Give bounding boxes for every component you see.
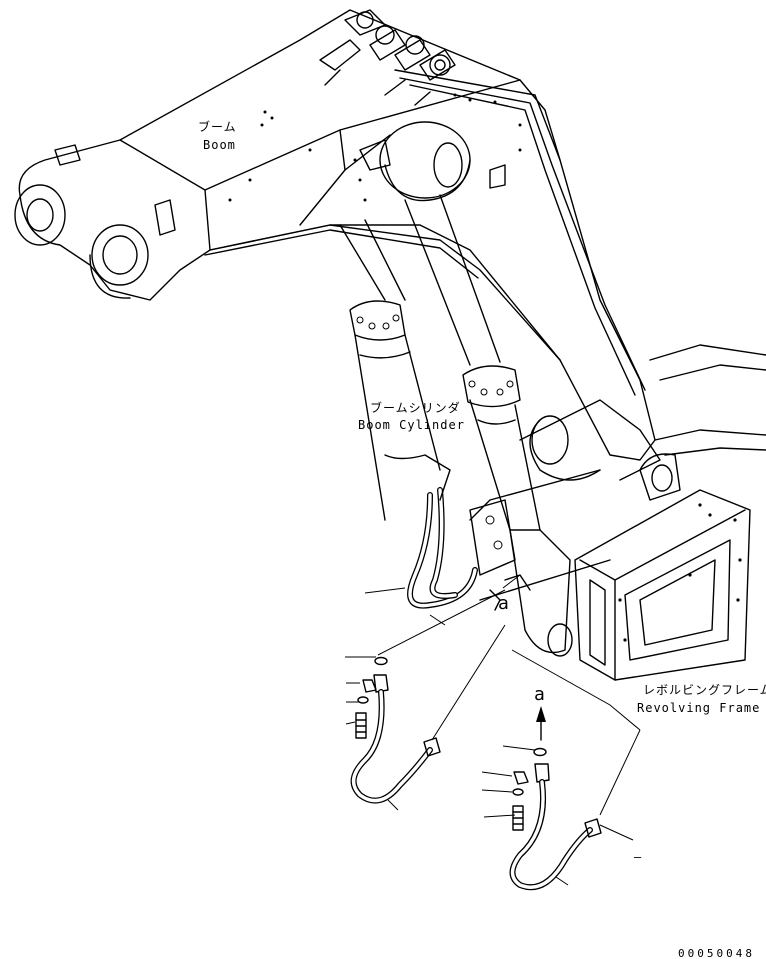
view-arrow <box>536 706 546 741</box>
bolt-1 <box>355 712 367 739</box>
leader-dash: – <box>634 850 642 864</box>
hose-fitting-2a <box>534 763 550 783</box>
clamp-2 <box>513 771 529 785</box>
boom-cylinder-label-en: Boom Cylinder <box>358 418 465 432</box>
revolving-frame <box>469 344 766 681</box>
leader-lines <box>345 574 641 886</box>
drawing-number: 00050048 <box>678 947 755 959</box>
view-ref-a-arrow: a <box>534 684 545 705</box>
boom-label-jp: ブーム <box>198 119 237 134</box>
boom-cylinder-label-jp: ブームシリンダ <box>370 400 461 415</box>
o-ring-2 <box>533 747 547 757</box>
revolving-frame-label-jp: レボルビングフレーム <box>643 683 766 697</box>
revolving-frame-label-en: Revolving Frame <box>637 701 760 715</box>
washer-2 <box>512 788 524 796</box>
installed-hoses <box>384 454 531 611</box>
hose-1 <box>350 689 433 804</box>
o-ring-1 <box>374 656 388 666</box>
hose-assembly-1 <box>350 656 441 804</box>
view-ref-a-top: a <box>498 593 509 614</box>
clamp-1 <box>362 679 377 693</box>
washer-1 <box>357 696 369 704</box>
boom <box>14 9 656 461</box>
hose-assembly-2 <box>509 747 602 891</box>
hose-fitting-1b <box>423 737 441 757</box>
boom-cylinder-right <box>404 194 573 657</box>
hose-fitting-1a <box>373 674 389 693</box>
boom-label-en: Boom <box>203 138 236 152</box>
bolt-2 <box>512 805 524 831</box>
hose-fitting-2b <box>584 818 602 838</box>
hose-2 <box>509 779 593 891</box>
boom-cylinder-left <box>339 219 441 521</box>
